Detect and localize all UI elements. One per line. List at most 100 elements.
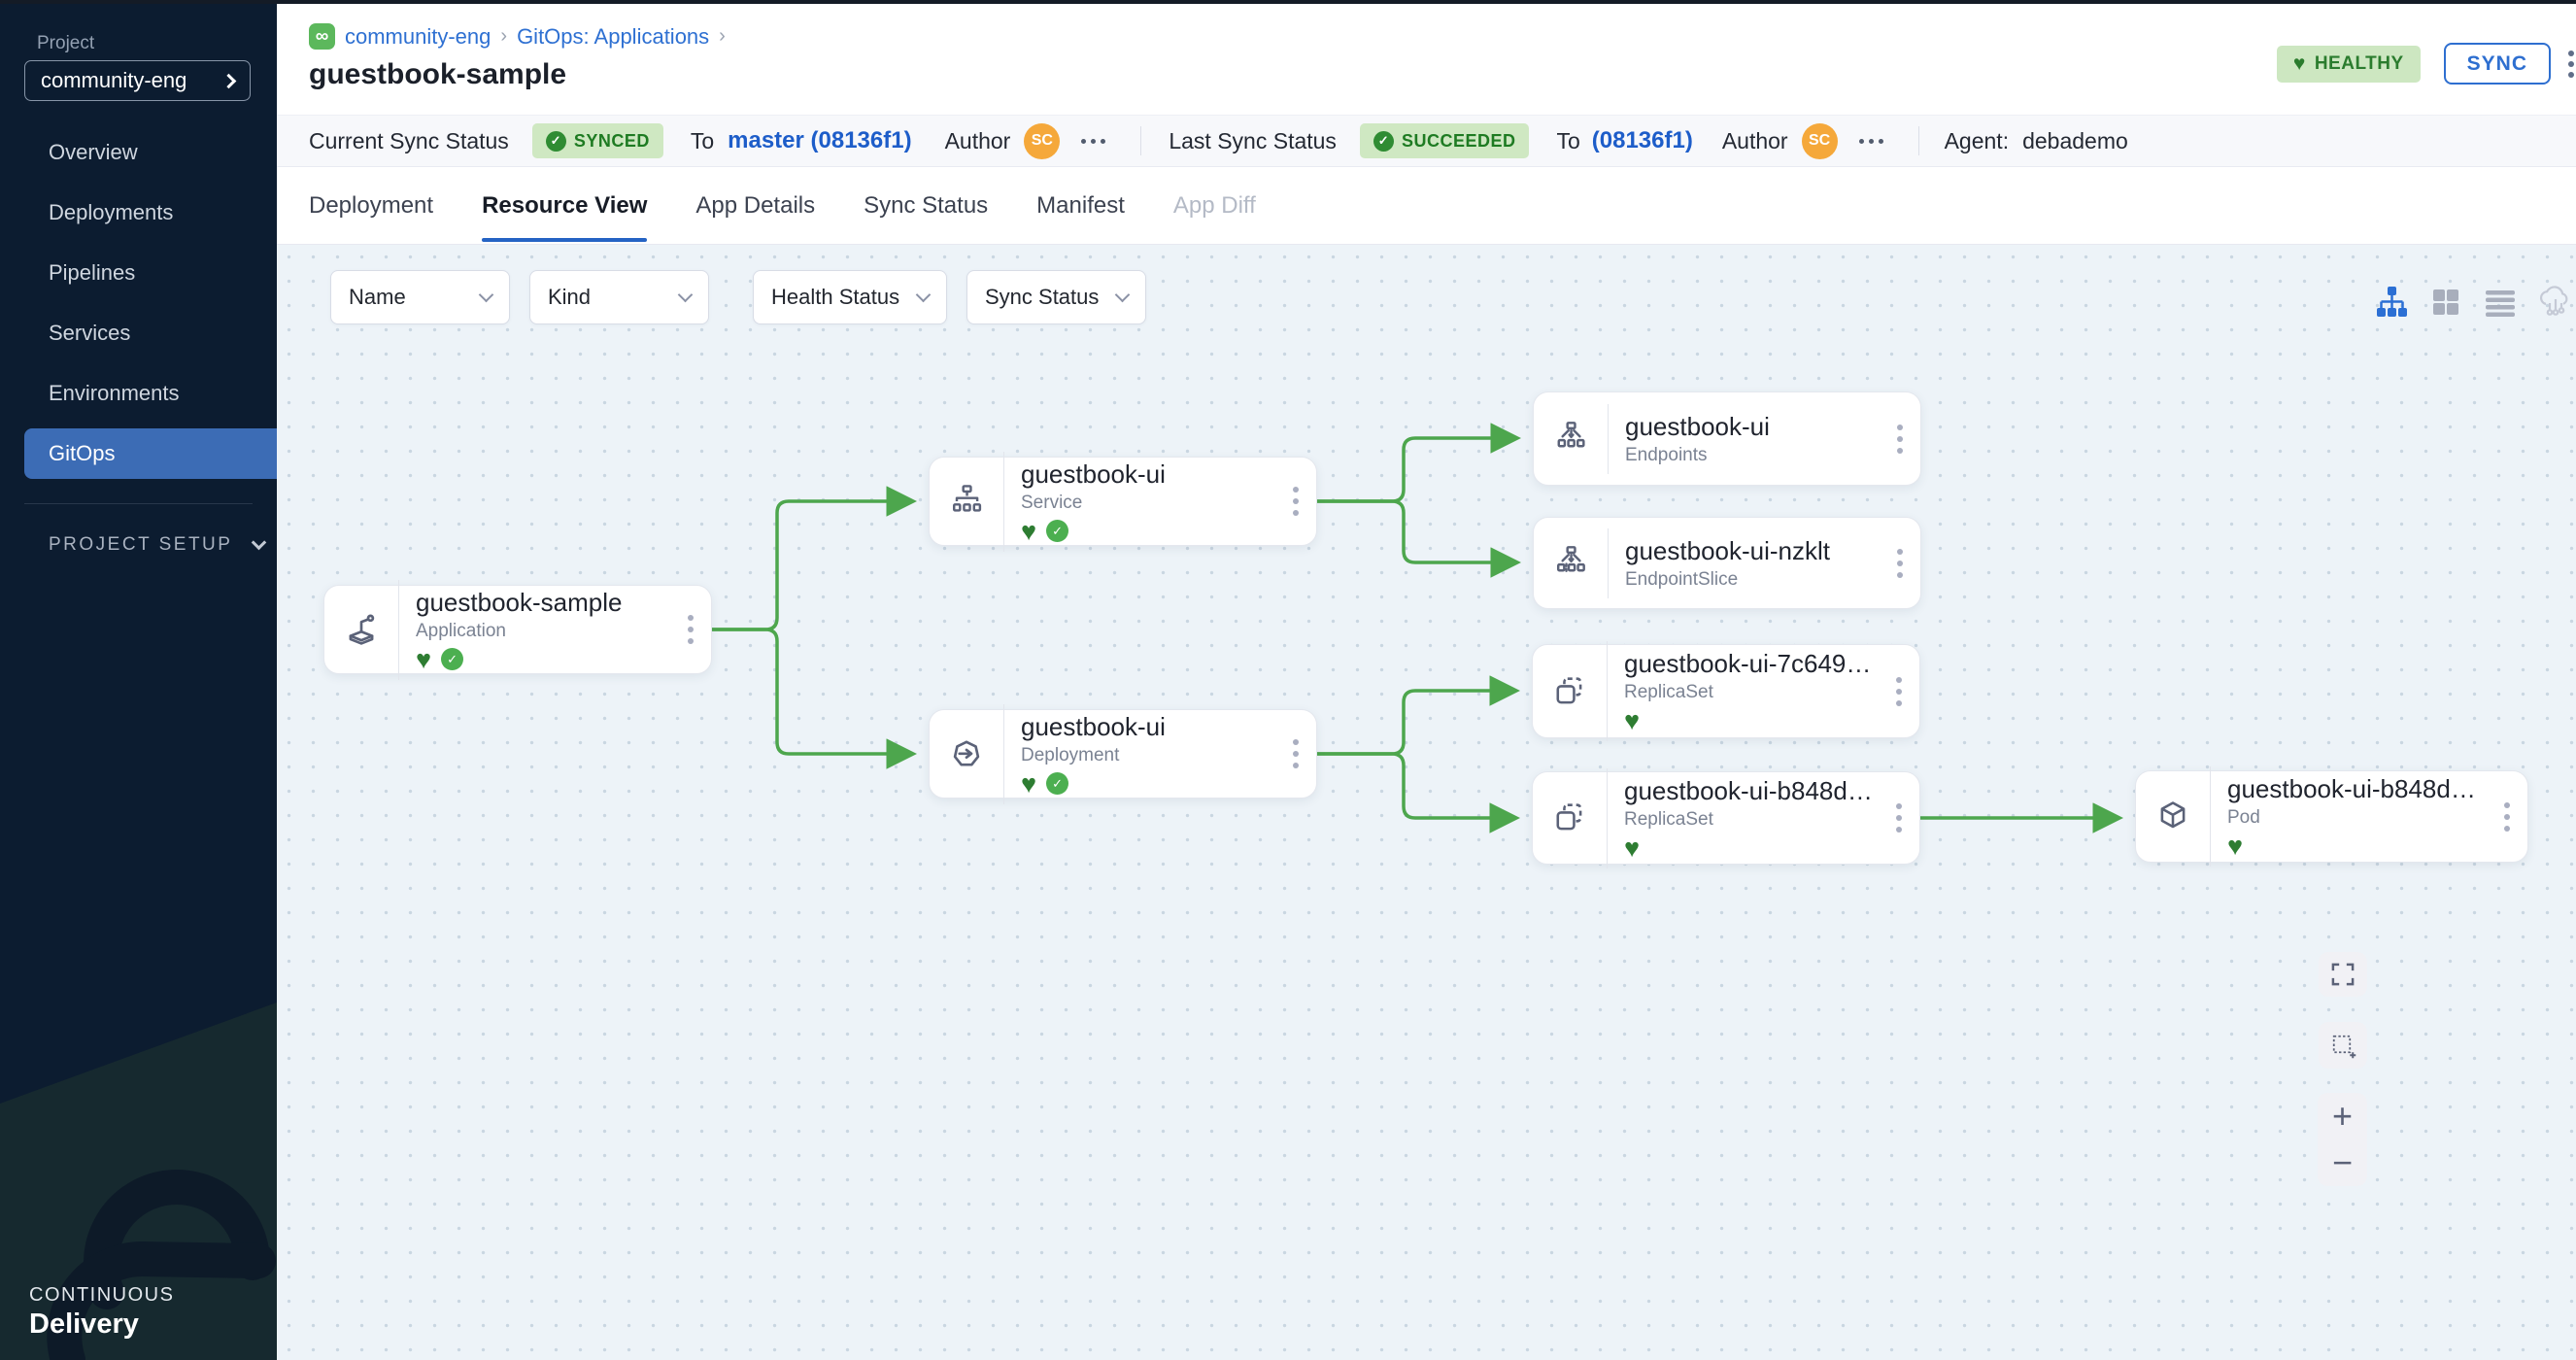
sidebar: Project community-eng Overview Deploymen… [0,4,277,1360]
node-menu-icon[interactable] [1880,424,1920,454]
project-setup-toggle[interactable]: PROJECT SETUP [49,534,267,556]
chevron-down-icon [677,287,694,303]
node-title: guestbook-ui [1625,411,1770,441]
grid-view-icon[interactable] [2427,284,2464,321]
last-revision-link[interactable]: (08136f1) [1591,127,1693,153]
more-commits-icon[interactable] [1858,138,1883,144]
node-kind: Endpoints [1625,444,1708,465]
divider [1917,126,1919,155]
node-service-guestbook-ui[interactable]: guestbook-ui Service ♥ ✓ [929,451,1317,552]
node-title: guestbook-ui [1021,459,1166,489]
node-kind: Pod [2227,807,2260,828]
filter-health-status[interactable]: Health Status [753,270,947,324]
node-kind: Service [1021,492,1083,513]
chevron-down-icon [915,287,932,303]
node-menu-icon[interactable] [670,615,711,644]
node-menu-icon[interactable] [1275,739,1316,768]
page-title: guestbook-sample [309,58,567,90]
node-application-guestbook-sample[interactable]: guestbook-sample Application ♥ ✓ [323,579,712,680]
current-sync-label: Current Sync Status [309,127,509,153]
to-label: To [1556,127,1580,153]
node-deployment-guestbook-ui[interactable]: guestbook-ui Deployment ♥ ✓ [929,703,1317,804]
filter-kind[interactable]: Kind [529,270,709,324]
node-kind: EndpointSlice [1625,568,1739,590]
author-avatar: SC [1024,122,1061,159]
application-icon [324,610,398,649]
network-view-icon[interactable] [2536,284,2573,321]
sidebar-item-gitops[interactable]: GitOps [24,428,277,479]
agent-label: Agent: [1944,127,2010,153]
node-endpointslice-guestbook-ui-nzklt[interactable]: guestbook-ui-nzklt EndpointSlice [1533,517,1921,609]
synced-check-icon: ✓ [1046,520,1069,542]
breadcrumb: ∞ community-eng › GitOps: Applications › [309,23,2576,50]
node-kind: Application [416,620,506,641]
tree-view-icon[interactable] [2373,284,2410,321]
page-header: ∞ community-eng › GitOps: Applications ›… [277,4,2576,115]
sidebar-item-deployments[interactable]: Deployments [49,200,174,224]
node-menu-icon[interactable] [1879,803,1919,833]
sidebar-nav: Overview Deployments Pipelines Services … [0,122,277,484]
brand-continuous: CONTINUOUS [29,1284,175,1306]
author-label: Author [1721,127,1788,153]
breadcrumb-separator: › [719,25,726,47]
chevron-down-icon [252,534,267,550]
gitops-app-icon: ∞ [309,23,335,50]
header-menu-icon[interactable] [2568,50,2574,78]
sync-status-bar: Current Sync Status ✓ SYNCED To master (… [277,115,2576,167]
fullscreen-button[interactable] [2319,952,2367,997]
node-menu-icon[interactable] [1275,487,1316,516]
chevron-right-icon [220,73,237,88]
node-replicaset-guestbook-ui-b848d5d9d[interactable]: guestbook-ui-b848d5d9d ReplicaSet ♥ [1532,767,1920,868]
author-avatar: SC [1801,122,1838,159]
node-menu-icon[interactable] [1879,676,1919,706]
healthy-heart-icon: ♥ [2227,832,2244,861]
zoom-in-button[interactable]: + [2331,1096,2354,1136]
node-title: guestbook-ui-nzklt [1625,535,1830,565]
node-menu-icon[interactable] [1880,548,1920,578]
node-menu-icon[interactable] [2487,801,2527,832]
project-selector-value: community-eng [41,68,187,92]
zoom-out-button[interactable]: − [2331,1142,2354,1182]
breadcrumb-separator: › [500,25,508,47]
filter-sync-status[interactable]: Sync Status [966,270,1146,324]
sync-button[interactable]: SYNC [2443,43,2551,85]
agent-value: debademo [2022,127,2128,153]
fit-selection-button[interactable] [2319,1022,2367,1069]
replicaset-icon [1533,799,1607,837]
node-replicaset-guestbook-ui-7c64987dc9[interactable]: guestbook-ui-7c64987dc9 ReplicaSet ♥ [1532,641,1920,741]
check-circle-icon: ✓ [1373,130,1394,152]
tab-deployment[interactable]: Deployment [309,191,434,219]
deployment-icon [930,734,1003,773]
node-kind: Deployment [1021,744,1120,765]
project-selector[interactable]: community-eng [24,60,251,101]
sidebar-footer: CONTINUOUS Delivery [0,971,277,1360]
project-label: Project [37,33,95,53]
sidebar-item-environments[interactable]: Environments [49,381,180,405]
node-pod-guestbook-ui-b848d5d9[interactable]: guestbook-ui-b848d5d9... Pod ♥ [2135,766,2528,867]
filter-name[interactable]: Name [330,270,510,324]
breadcrumb-project-link[interactable]: community-eng [345,23,491,49]
resource-tree-edges [710,423,2123,833]
window-top-edge [0,0,2576,4]
list-view-icon[interactable] [2482,284,2519,321]
more-commits-icon[interactable] [1081,138,1106,144]
node-endpoints-guestbook-ui[interactable]: guestbook-ui Endpoints [1533,391,1921,486]
breadcrumb-section-link[interactable]: GitOps: Applications [517,23,710,49]
current-revision-link[interactable]: master (08136f1) [728,127,912,153]
endpoints-icon [1534,420,1608,459]
resource-tree-canvas[interactable]: Name Kind Health Status Sync Status [277,245,2576,1360]
tab-manifest[interactable]: Manifest [1036,191,1125,219]
node-title: guestbook-ui [1021,711,1166,741]
pod-icon [2136,798,2210,836]
healthy-heart-icon: ♥ [1021,768,1037,799]
tab-resource-view[interactable]: Resource View [482,167,648,244]
succeeded-badge: ✓ SUCCEEDED [1359,123,1530,158]
service-icon [930,482,1003,521]
tab-sync-status[interactable]: Sync Status [864,191,989,219]
sidebar-item-services[interactable]: Services [49,321,131,345]
heart-icon: ♥ [2292,52,2306,75]
sidebar-item-pipelines[interactable]: Pipelines [49,260,136,285]
sidebar-item-overview[interactable]: Overview [49,140,138,164]
check-circle-icon: ✓ [545,130,566,152]
tab-app-details[interactable]: App Details [695,191,816,219]
